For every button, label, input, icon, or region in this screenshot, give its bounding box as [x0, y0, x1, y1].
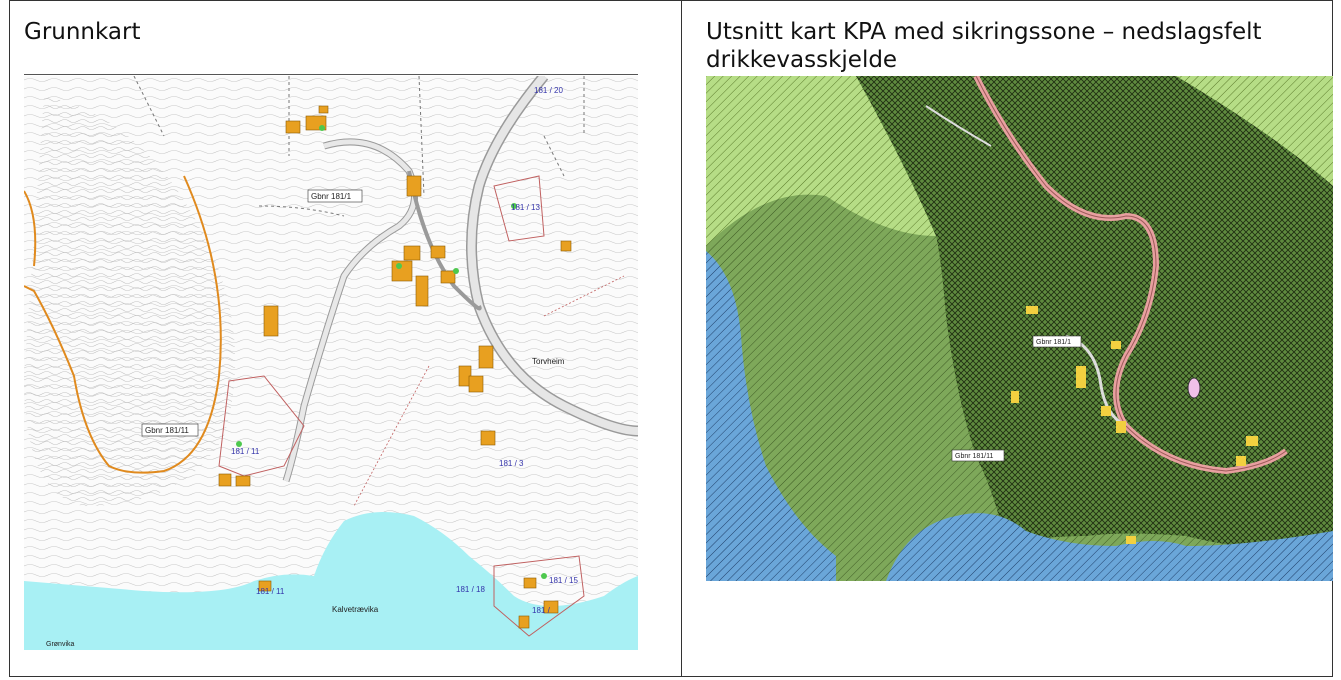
buildings: [218, 105, 572, 629]
property-boundary-181-15: [493, 555, 585, 637]
vegetation-markers: [236, 125, 547, 579]
grunnkart-svg: Gbnr 181/1 Gbnr 181/11 181 / 11 181 / 11…: [24, 76, 638, 650]
road-kpa-edge: [975, 76, 1287, 472]
zone-light-green-west: [706, 76, 936, 246]
grunnkart-title: Grunnkart: [24, 19, 141, 45]
label-181-11-b: 181 / 11: [256, 587, 285, 596]
kpa-map[interactable]: Gbnr 181/1 Gbnr 181/11: [706, 76, 1333, 581]
label-181-18: 181 / 18: [456, 585, 485, 594]
sea-west: [706, 251, 836, 581]
kpa-buildings: [1011, 306, 1258, 544]
label-kalvetraevika: Kalvetrævika: [332, 605, 379, 614]
label-181-20: 181 / 20: [534, 86, 563, 95]
hill-shading: [24, 96, 236, 506]
kpa-title-line-1: Utsnitt kart KPA med sikringssone – neds…: [706, 19, 1262, 45]
label-gbnr-181-11: Gbnr 181/11: [145, 426, 189, 435]
title-rule: [24, 74, 638, 75]
label-181-11-a: 181 / 11: [231, 447, 260, 456]
pink-marker: [1187, 377, 1201, 399]
kpa-label-gbnr-181-1: Gbnr 181/1: [1036, 339, 1071, 346]
kpa-svg: Gbnr 181/1 Gbnr 181/11: [706, 76, 1333, 581]
side-road-fill: [283, 139, 418, 482]
kpa-title-line-2: drikkevasskjelde: [706, 47, 898, 73]
grunnkart-map[interactable]: Gbnr 181/1 Gbnr 181/11 181 / 11 181 / 11…: [24, 76, 638, 650]
track-kpa: [925, 105, 992, 147]
label-gbnr-181-1: Gbnr 181/1: [311, 192, 352, 201]
kpa-label-gbnr-181-11: Gbnr 181/11: [955, 453, 994, 460]
orange-contour-line: [24, 175, 222, 474]
sikringssone-cross-hatched: [856, 76, 1333, 550]
map-labels: Gbnr 181/1 Gbnr 181/11 181 / 11 181 / 11…: [46, 86, 578, 648]
label-181-3: 181 / 3: [499, 459, 524, 468]
table-divider: [681, 0, 682, 677]
dashed-tracks: [133, 76, 585, 217]
zone-light-green-east: [1176, 76, 1333, 186]
label-181-13: 181 / 13: [511, 203, 540, 212]
label-torvheim: Torvheim: [532, 357, 565, 366]
label-181-x: 181 /: [532, 606, 551, 615]
sea-area: [24, 512, 638, 650]
label-gronvika: Grønvika: [46, 641, 75, 648]
property-lines: [353, 275, 625, 507]
main-road-fill: [467, 76, 638, 435]
kpa-labels: Gbnr 181/1 Gbnr 181/11: [951, 335, 1082, 462]
sea-south: [886, 513, 1333, 581]
orange-contour-line-2: [24, 190, 37, 267]
property-boundary-181-13: [493, 175, 545, 242]
property-boundary-181-11: [218, 375, 305, 477]
label-181-15: 181 / 15: [549, 576, 578, 585]
